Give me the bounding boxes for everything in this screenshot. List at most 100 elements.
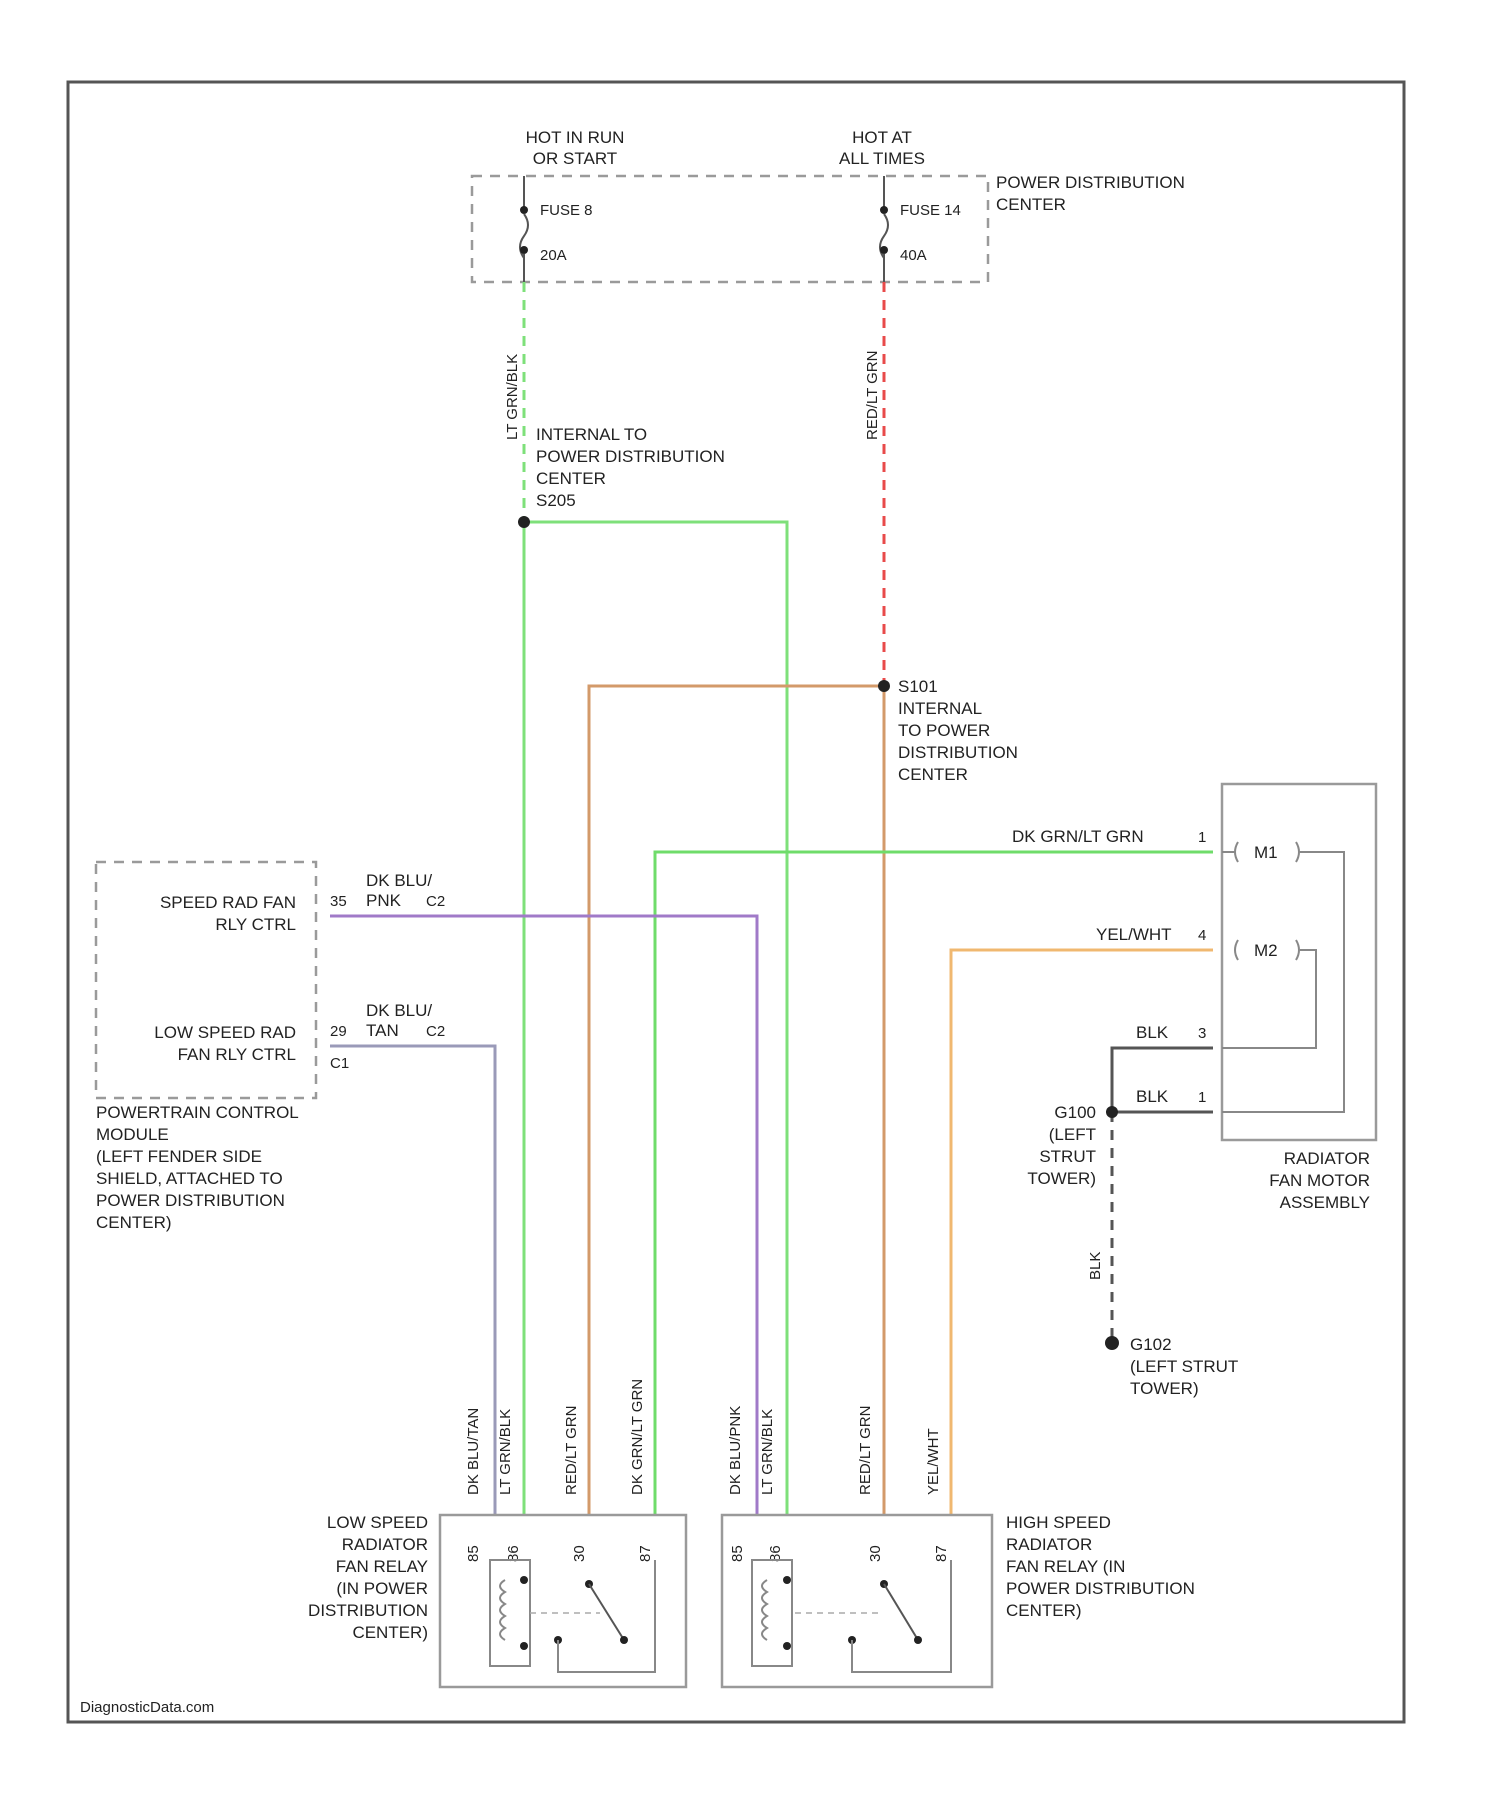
- label-dk-blu-pnk-2: PNK: [366, 891, 402, 910]
- low-relay-box: [440, 1515, 686, 1687]
- svg-text:(LEFT STRUT: (LEFT STRUT: [1130, 1357, 1238, 1376]
- high-relay-desc-1: HIGH SPEED: [1006, 1513, 1111, 1532]
- low-relay-pin-30: 30: [571, 1545, 588, 1562]
- high-relay-desc-2: RADIATOR: [1006, 1535, 1092, 1554]
- high-relay-desc-5: CENTER): [1006, 1601, 1082, 1620]
- pcm-low-conn: C2: [426, 1023, 445, 1040]
- low-relay-wire-3: RED/LT GRN: [563, 1406, 580, 1495]
- low-relay-desc-3: FAN RELAY: [336, 1557, 428, 1576]
- label-dk-blu-pnk-1: DK BLU/: [366, 871, 432, 890]
- fuse-8-symbol: [520, 176, 528, 282]
- svg-text:INTERNAL: INTERNAL: [898, 699, 982, 718]
- radiator-fan-motor-assembly: 1 4 3 1 M1 M2 RADIATOR FAN MOTOR ASSEMBL…: [1198, 784, 1376, 1212]
- label-dk-blu-tan-2: TAN: [366, 1021, 399, 1040]
- fuse-8-name: FUSE 8: [540, 202, 593, 219]
- pcm-desc-1: POWERTRAIN CONTROL: [96, 1103, 299, 1122]
- svg-text:STRUT: STRUT: [1039, 1147, 1096, 1166]
- pcm-high-ctrl-2: RLY CTRL: [215, 915, 296, 934]
- svg-text:CENTER: CENTER: [898, 765, 968, 784]
- label-blk-1: BLK: [1136, 1023, 1169, 1042]
- pcm-low-ctrl-2: FAN RLY CTRL: [178, 1045, 296, 1064]
- pcm-low-conn-2: C1: [330, 1055, 349, 1072]
- label-blk-2: BLK: [1136, 1087, 1169, 1106]
- pcm-desc-4: SHIELD, ATTACHED TO: [96, 1169, 283, 1188]
- svg-text:CENTER: CENTER: [536, 469, 606, 488]
- low-relay-desc-1: LOW SPEED: [327, 1513, 428, 1532]
- motor-box: [1222, 784, 1376, 1140]
- low-speed-relay: DK BLU/TAN LT GRN/BLK RED/LT GRN DK GRN/…: [308, 1379, 686, 1687]
- pcm-desc-6: CENTER): [96, 1213, 172, 1232]
- motor-desc-3: ASSEMBLY: [1280, 1193, 1370, 1212]
- label-dk-grn-lt-grn: DK GRN/LT GRN: [1012, 827, 1144, 846]
- fuse-14-name: FUSE 14: [900, 202, 961, 219]
- low-relay-desc-6: CENTER): [352, 1623, 428, 1642]
- ground-g102-label: G102 (LEFT STRUT TOWER): [1130, 1335, 1238, 1398]
- motor-pin-3: 3: [1198, 1025, 1206, 1042]
- pcm-low-pin: 29: [330, 1023, 347, 1040]
- pcm-desc-2: MODULE: [96, 1125, 169, 1144]
- low-relay-pin-85: 85: [465, 1545, 482, 1562]
- motor-m1: M1: [1254, 843, 1278, 862]
- svg-text:DISTRIBUTION: DISTRIBUTION: [898, 743, 1018, 762]
- splice-s205-dot: [518, 516, 530, 528]
- ground-g102-dot: [1105, 1336, 1119, 1350]
- fuse-14-symbol: [880, 176, 888, 282]
- splice-s101-dot: [878, 680, 890, 692]
- high-relay-pin-85: 85: [729, 1545, 746, 1562]
- pcm-high-ctrl-1: SPEED RAD FAN: [160, 893, 296, 912]
- pcm-high-pin: 35: [330, 893, 347, 910]
- hot-run-label-1: HOT IN RUN: [526, 128, 625, 147]
- high-relay-coil-switch: [752, 1560, 951, 1672]
- svg-text:TOWER): TOWER): [1027, 1169, 1096, 1188]
- motor-pin-1b: 1: [1198, 1089, 1206, 1106]
- splice-s205-label: INTERNAL TO POWER DISTRIBUTION CENTER S2…: [536, 425, 725, 510]
- fuse-8-rating: 20A: [540, 247, 567, 264]
- svg-text:POWER DISTRIBUTION: POWER DISTRIBUTION: [536, 447, 725, 466]
- svg-text:INTERNAL TO: INTERNAL TO: [536, 425, 647, 444]
- wires: [330, 282, 1213, 1515]
- label-blk-vertical: BLK: [1087, 1252, 1104, 1280]
- splice-s101-label: S101 INTERNAL TO POWER DISTRIBUTION CENT…: [898, 677, 1018, 784]
- high-speed-relay: DK BLU/PNK LT GRN/BLK RED/LT GRN YEL/WHT…: [722, 1406, 1195, 1687]
- svg-text:G102: G102: [1130, 1335, 1172, 1354]
- label-dk-blu-tan-1: DK BLU/: [366, 1001, 432, 1020]
- low-relay-wire-1: DK BLU/TAN: [465, 1408, 482, 1495]
- pcm-desc-5: POWER DISTRIBUTION: [96, 1191, 285, 1210]
- svg-text:(LEFT: (LEFT: [1049, 1125, 1096, 1144]
- motor-pin-1: 1: [1198, 829, 1206, 846]
- high-relay-wire-3: RED/LT GRN: [857, 1406, 874, 1495]
- motor-desc-1: RADIATOR: [1284, 1149, 1370, 1168]
- motor-internal-wiring: [1222, 842, 1344, 1112]
- svg-text:S101: S101: [898, 677, 938, 696]
- fuse-14-rating: 40A: [900, 247, 927, 264]
- motor-desc-2: FAN MOTOR: [1269, 1171, 1370, 1190]
- label-lt-grn-top: LT GRN/BLK: [504, 354, 521, 440]
- high-relay-pin-30: 30: [867, 1545, 884, 1562]
- wire-yel-wht: [951, 950, 1213, 1515]
- high-relay-wire-2: LT GRN/BLK: [759, 1409, 776, 1495]
- watermark: DiagnosticData.com: [80, 1699, 214, 1716]
- low-relay-coil-switch: [490, 1560, 655, 1672]
- low-relay-desc-4: (IN POWER: [336, 1579, 428, 1598]
- hot-all-label-1: HOT AT: [852, 128, 912, 147]
- motor-m2: M2: [1254, 941, 1278, 960]
- svg-text:TO POWER: TO POWER: [898, 721, 990, 740]
- low-relay-desc-5: DISTRIBUTION: [308, 1601, 428, 1620]
- label-yel-wht: YEL/WHT: [1096, 925, 1172, 944]
- low-relay-wire-2: LT GRN/BLK: [497, 1409, 514, 1495]
- high-relay-pin-87: 87: [933, 1545, 950, 1562]
- svg-text:S205: S205: [536, 491, 576, 510]
- ground-g100-dot: [1106, 1106, 1118, 1118]
- ground-g100-label: G100 (LEFT STRUT TOWER): [1027, 1103, 1096, 1188]
- power-distribution-center: HOT IN RUN OR START HOT AT ALL TIMES POW…: [472, 128, 1185, 282]
- low-relay-desc-2: RADIATOR: [342, 1535, 428, 1554]
- pcm-high-conn: C2: [426, 893, 445, 910]
- low-relay-wire-4: DK GRN/LT GRN: [629, 1379, 646, 1495]
- high-relay-desc-3: FAN RELAY (IN: [1006, 1557, 1125, 1576]
- hot-run-label-2: OR START: [533, 149, 617, 168]
- label-red-lt-grn-top: RED/LT GRN: [864, 351, 881, 440]
- hot-all-label-2: ALL TIMES: [839, 149, 925, 168]
- high-relay-desc-4: POWER DISTRIBUTION: [1006, 1579, 1195, 1598]
- low-relay-pin-87: 87: [637, 1545, 654, 1562]
